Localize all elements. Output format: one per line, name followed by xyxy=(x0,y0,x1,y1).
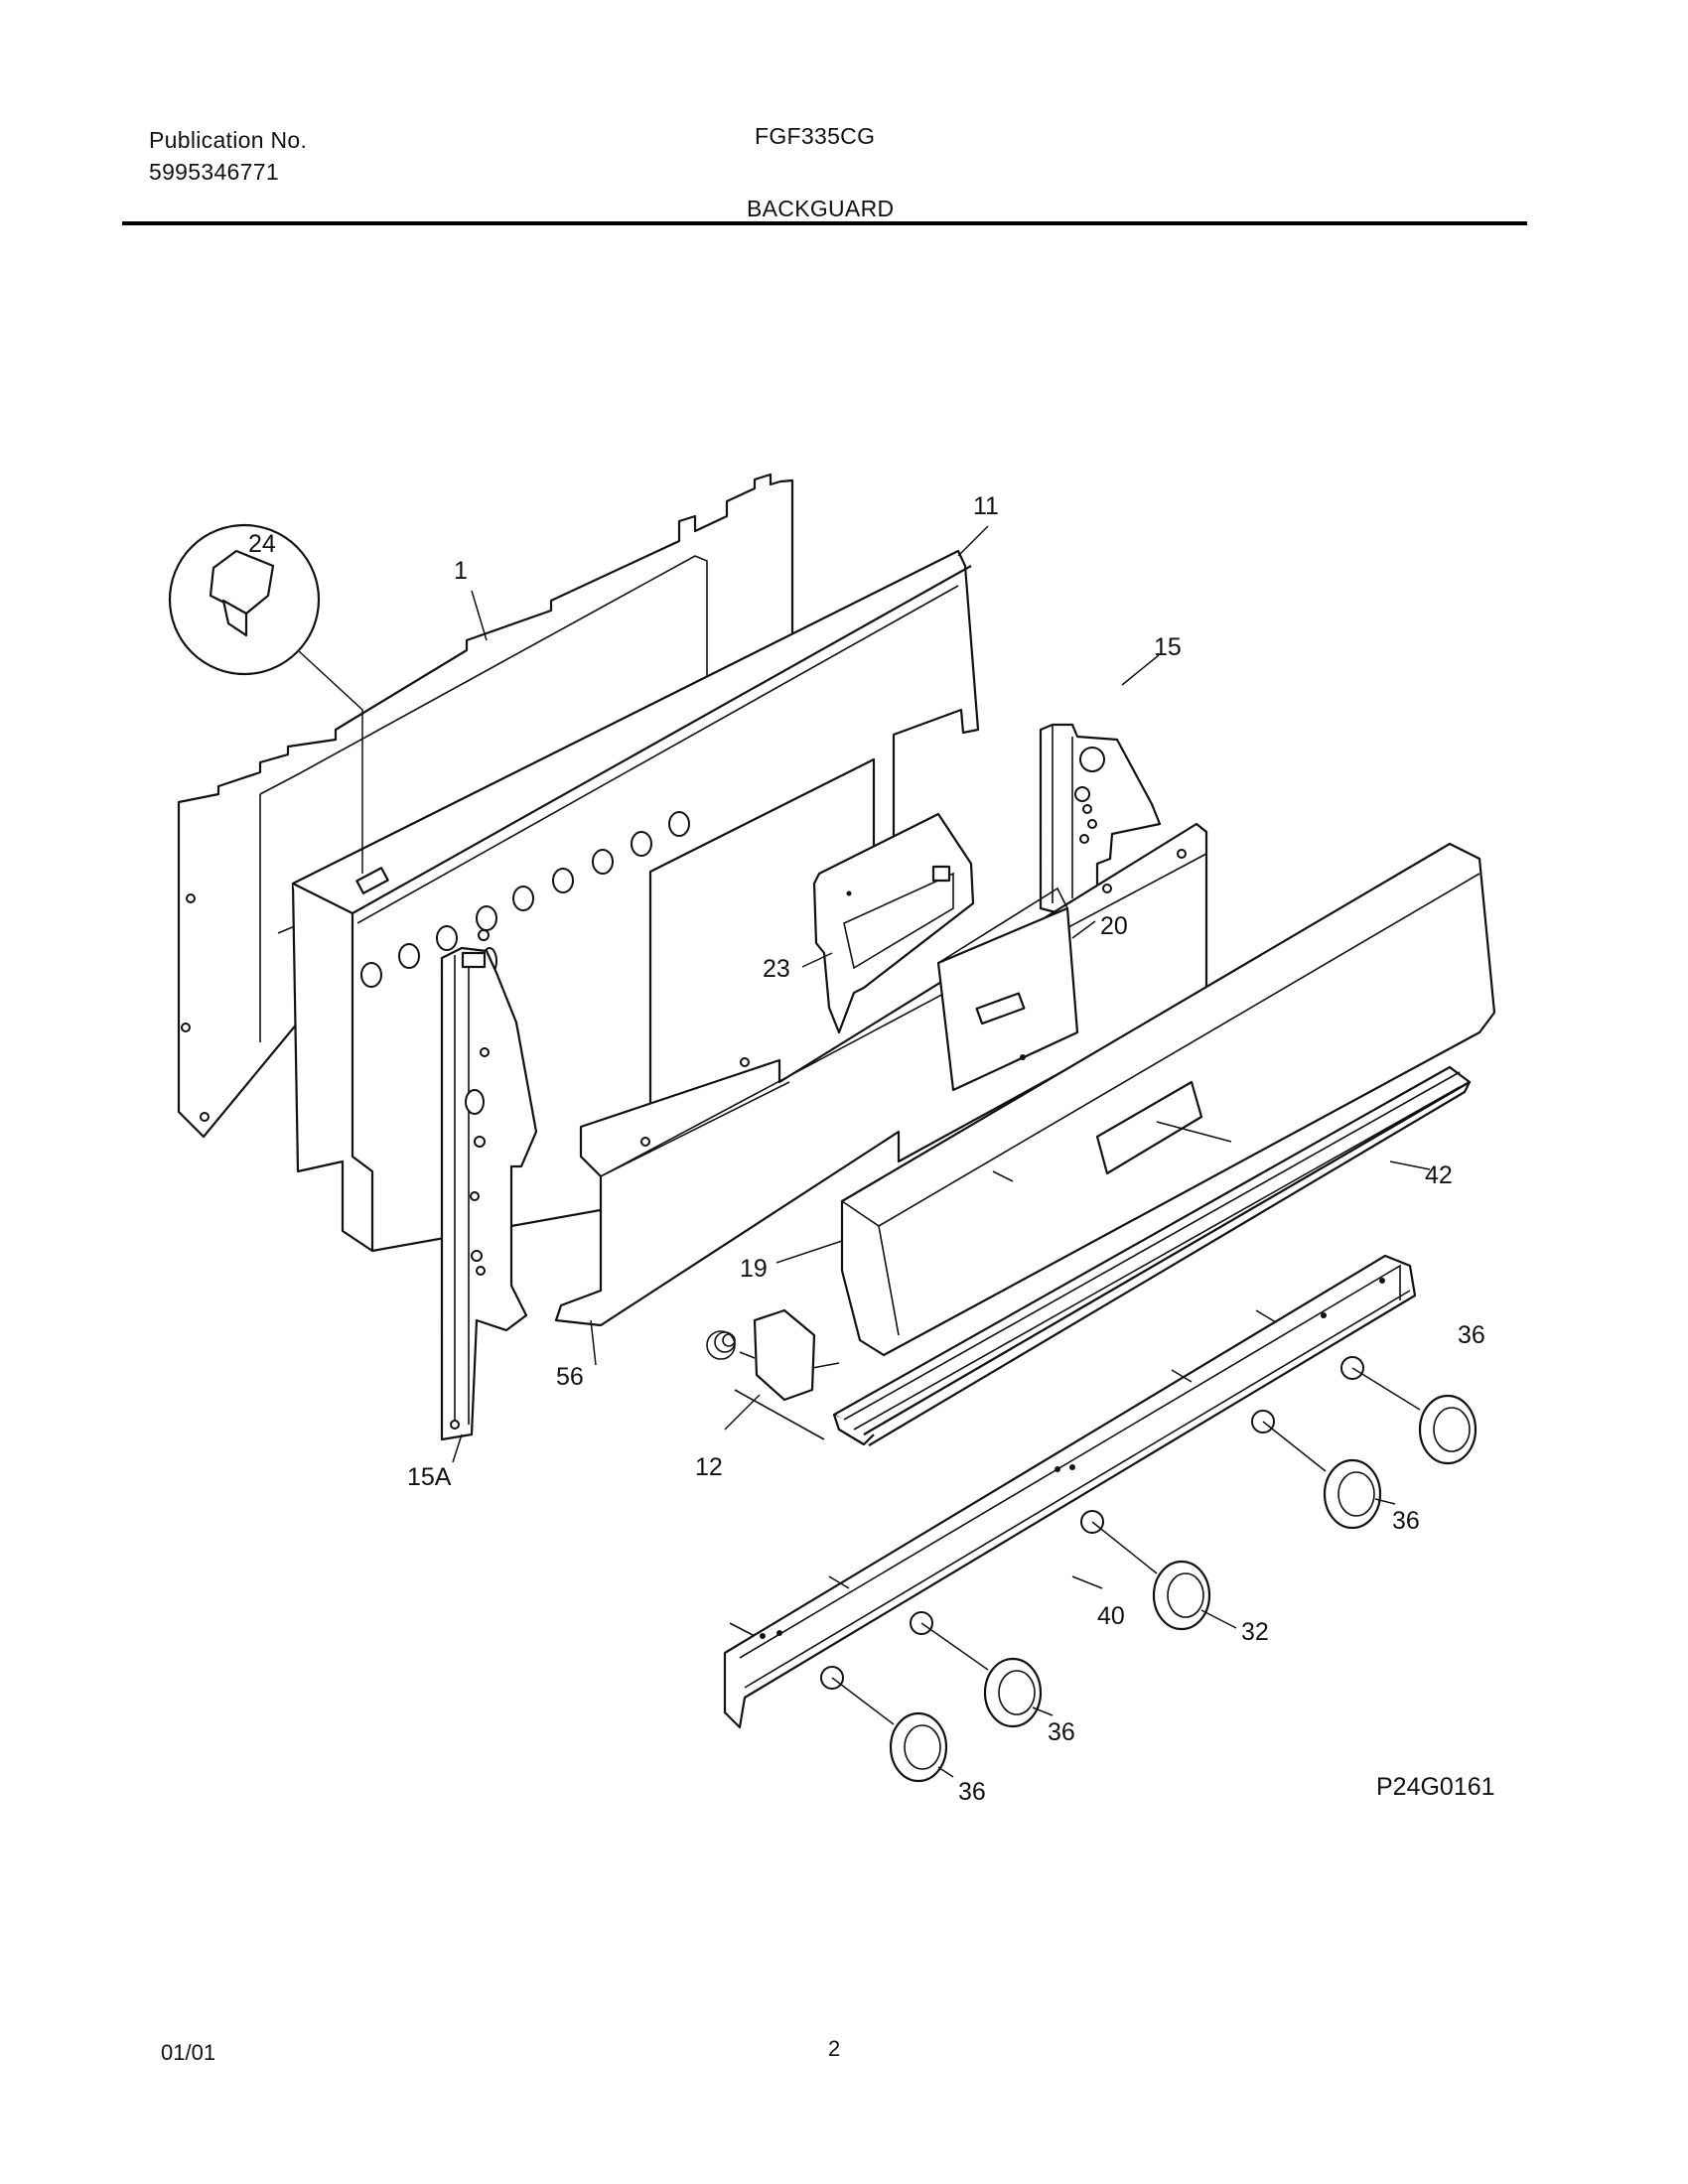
model-number: FGF335CG xyxy=(755,123,876,149)
callout-56: 56 xyxy=(556,1363,584,1391)
callout-19: 19 xyxy=(740,1255,768,1283)
callout-32: 32 xyxy=(1241,1618,1269,1646)
footer-date: 01/01 xyxy=(161,2040,216,2065)
callout-1: 1 xyxy=(454,557,468,585)
clock-part-20 xyxy=(936,887,1079,1092)
section-title: BACKGUARD xyxy=(747,196,895,221)
switch-detail-part-24 xyxy=(168,523,363,874)
thermostat-part-12 xyxy=(706,1308,840,1440)
callout-23: 23 xyxy=(763,955,790,983)
callout-36-right: 36 xyxy=(1392,1507,1420,1535)
clock-bracket-part-23 xyxy=(812,812,975,1034)
knob-part-36-right xyxy=(1262,1421,1382,1530)
knob-part-36-center xyxy=(920,1622,1043,1728)
publication-number: 5995346771 xyxy=(149,159,279,185)
callout-36-center: 36 xyxy=(1048,1718,1075,1746)
knob-part-36-far-right xyxy=(1351,1367,1477,1465)
callout-20: 20 xyxy=(1100,912,1128,940)
trim-strip-part-42 xyxy=(832,1065,1472,1446)
knob-part-36-left xyxy=(831,1677,948,1783)
callout-11: 11 xyxy=(973,492,999,520)
callout-12: 12 xyxy=(695,1453,723,1481)
callout-36-far-right: 36 xyxy=(1458,1321,1485,1349)
manifold-panel-part-40 xyxy=(723,1254,1417,1729)
publication-label: Publication No. xyxy=(149,127,308,153)
knob-part-32 xyxy=(1091,1521,1211,1631)
callout-42: 42 xyxy=(1425,1161,1453,1189)
control-panel-part-19 xyxy=(840,842,1496,1357)
leader-lines xyxy=(452,525,1431,1778)
callout-36-left: 36 xyxy=(958,1778,986,1806)
callout-40: 40 xyxy=(1097,1602,1125,1630)
end-bracket-part-15a xyxy=(440,946,538,1441)
drawing-code: P24G0161 xyxy=(1376,1773,1495,1801)
header-rule xyxy=(122,221,1527,225)
callout-15a: 15A xyxy=(407,1463,452,1491)
page-number: 2 xyxy=(828,2036,841,2061)
end-bracket-part-15 xyxy=(1039,723,1162,925)
callout-24: 24 xyxy=(248,530,276,558)
callout-15: 15 xyxy=(1154,633,1182,661)
